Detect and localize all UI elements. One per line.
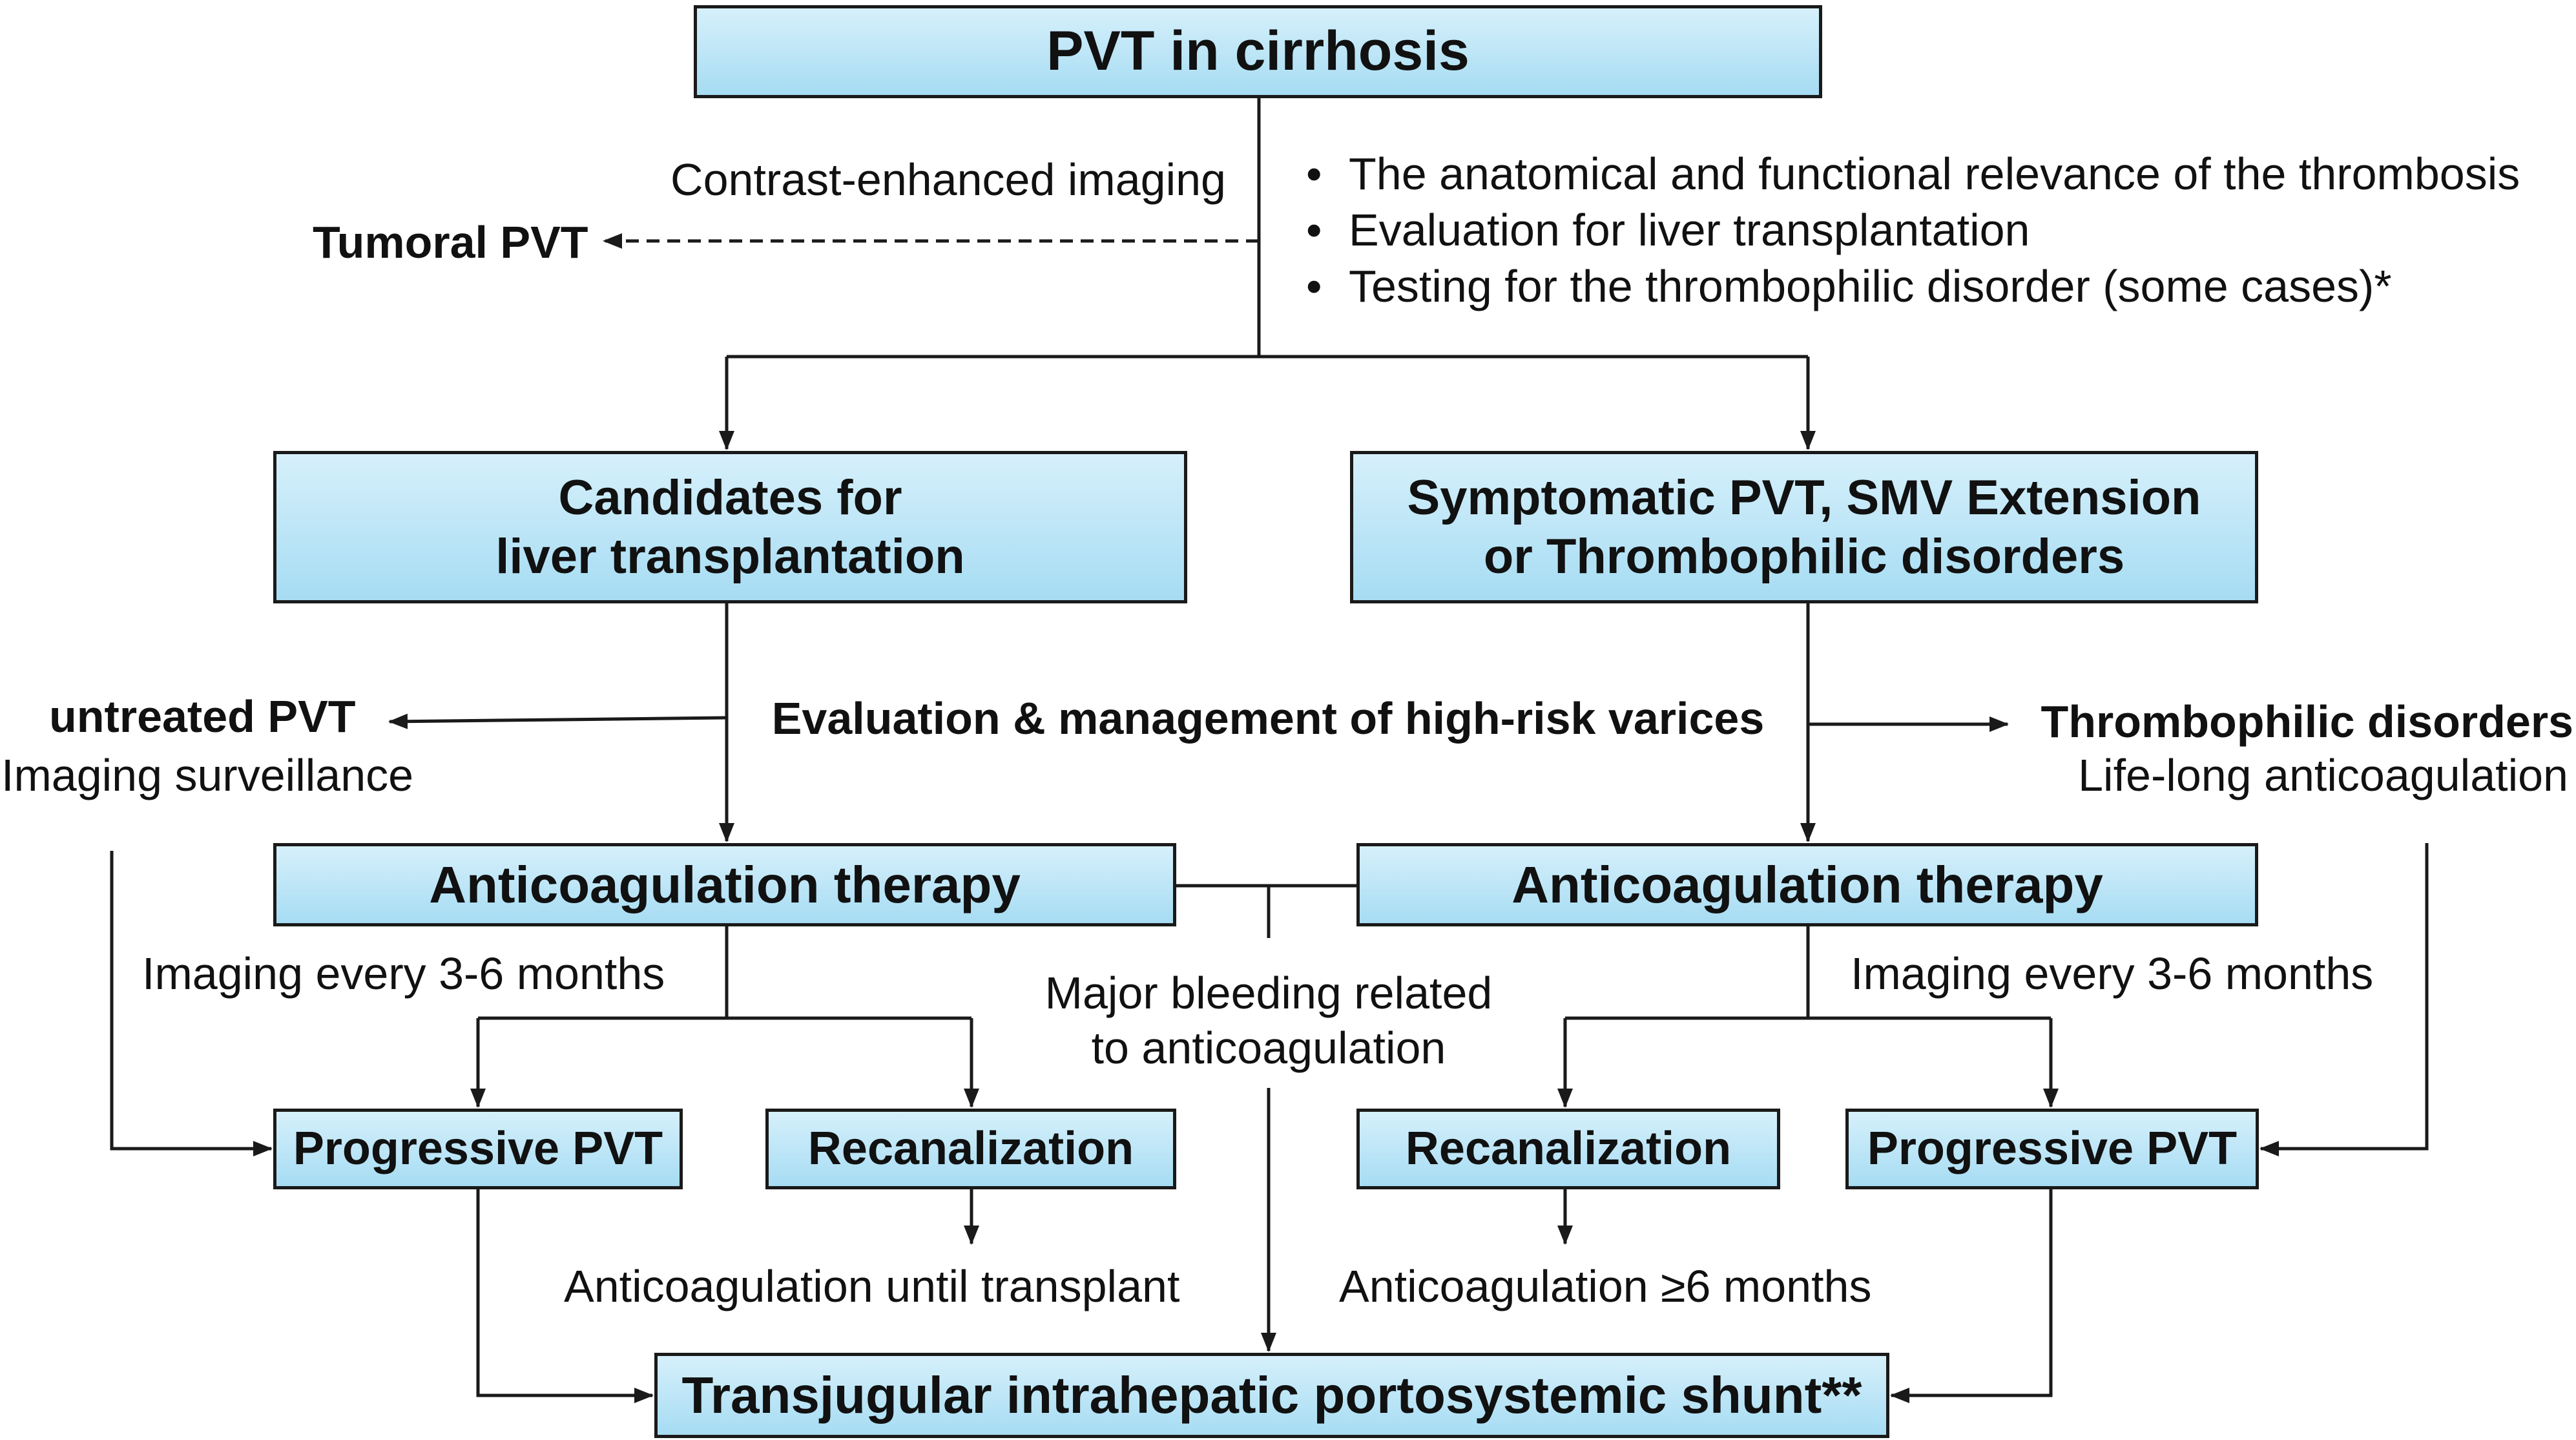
label-anticoag-until-transplant: Anticoagulation until transplant	[564, 1261, 1180, 1311]
label-imaging-right: Imaging every 3-6 months	[1851, 948, 2374, 999]
label-imaging-surveillance: Imaging surveillance	[1, 750, 414, 800]
box-anticoag-left: Anticoagulation therapy	[273, 843, 1176, 926]
box-tips-label: Transjugular intrahepatic portosystemic …	[681, 1366, 1862, 1424]
connector-to-untreated	[388, 713, 727, 729]
box-symptomatic-line1: Symptomatic PVT, SMV Extension	[1407, 470, 2201, 525]
connector-progressive-right-to-tips	[1890, 1189, 2053, 1403]
connector-lifelong-to-progressive	[2259, 843, 2429, 1156]
label-tumoral-pvt: Tumoral PVT	[313, 217, 588, 267]
label-imaging-left: Imaging every 3-6 months	[142, 948, 665, 999]
box-progressive-right: Progressive PVT	[1845, 1109, 2259, 1189]
bullet-item-text: The anatomical and functional relevance …	[1349, 149, 2520, 199]
box-candidates-transplant: Candidates for liver transplantation	[273, 451, 1187, 603]
bullet-dot: •	[1306, 205, 1322, 255]
bullet-item-text: Evaluation for liver transplantation	[1349, 205, 2030, 255]
label-thrombophilic-disorders: Thrombophilic disorders	[2041, 696, 2573, 747]
box-candidates-line1: Candidates for	[558, 470, 902, 525]
box-recanal-left: Recanalization	[765, 1109, 1176, 1189]
box-symptomatic-pvt: Symptomatic PVT, SMV Extension or Thromb…	[1350, 451, 2258, 603]
box-anticoag-left-label: Anticoagulation therapy	[429, 855, 1021, 913]
box-candidates-line2: liver transplantation	[495, 529, 965, 584]
bullet-item-text: Testing for the thrombophilic disorder (…	[1349, 261, 2392, 311]
label-lifelong-anticoag: Life-long anticoagulation	[2078, 750, 2568, 800]
box-progressive-right-label: Progressive PVT	[1867, 1123, 2238, 1175]
label-anticoag-6-months: Anticoagulation ≥6 months	[1339, 1261, 1872, 1311]
box-progressive-left: Progressive PVT	[273, 1109, 683, 1189]
label-major-bleeding-line2: to anticoagulation	[1091, 1023, 1446, 1073]
box-progressive-left-label: Progressive PVT	[293, 1123, 663, 1175]
box-pvt-in-cirrhosis-label: PVT in cirrhosis	[1046, 20, 1470, 83]
box-tips: Transjugular intrahepatic portosystemic …	[654, 1353, 1889, 1438]
bullet-item: • The anatomical and functional relevance…	[1306, 147, 2520, 201]
bullet-item: • Evaluation for liver transplantation	[1306, 203, 2030, 257]
label-evaluation-varices: Evaluation & management of high-risk var…	[771, 693, 1765, 744]
box-anticoag-right-label: Anticoagulation therapy	[1511, 855, 2103, 913]
connector-surveillance-to-progressive	[110, 851, 273, 1156]
bullet-item: • Testing for the thrombophilic disorder …	[1306, 259, 2392, 313]
label-contrast-imaging: Contrast-enhanced imaging	[670, 154, 1226, 205]
label-untreated-pvt: untreated PVT	[49, 691, 356, 742]
box-pvt-in-cirrhosis: PVT in cirrhosis	[694, 5, 1822, 98]
connector-progressive-left-to-tips	[476, 1189, 654, 1403]
box-recanal-right-label: Recanalization	[1405, 1123, 1732, 1175]
bullet-dot: •	[1306, 149, 1322, 199]
box-recanal-right: Recanalization	[1356, 1109, 1780, 1189]
box-recanal-left-label: Recanalization	[807, 1123, 1134, 1175]
box-symptomatic-line2: or Thrombophilic disorders	[1483, 529, 2125, 584]
box-anticoag-right: Anticoagulation therapy	[1356, 843, 2258, 926]
label-major-bleeding-line1: Major bleeding related	[1044, 968, 1493, 1018]
bullet-dot: •	[1306, 261, 1322, 311]
